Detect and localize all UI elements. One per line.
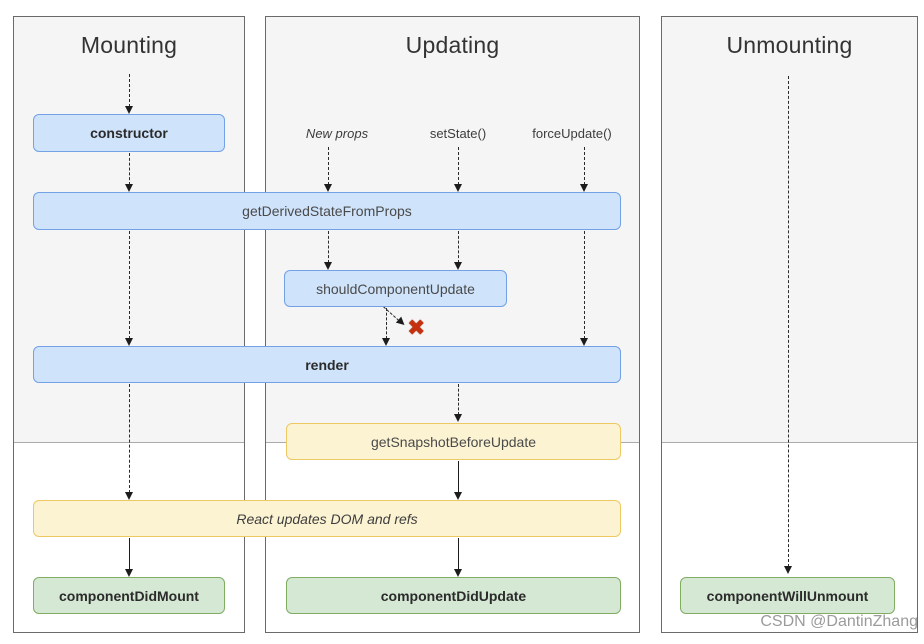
forceupdate-label: forceUpdate() bbox=[532, 126, 612, 141]
cancel-x-icon: ✖ bbox=[407, 315, 426, 340]
should-component-update-box: shouldComponentUpdate bbox=[284, 270, 507, 307]
get-derived-state-from-props-box: getDerivedStateFromProps bbox=[33, 192, 621, 230]
component-did-update-box: componentDidUpdate bbox=[286, 577, 621, 614]
unmounting-render-phase-background: Unmounting bbox=[662, 17, 917, 443]
component-did-mount-box: componentDidMount bbox=[33, 577, 225, 614]
render-box: render bbox=[33, 346, 621, 383]
unmounting-column: Unmounting bbox=[661, 16, 918, 633]
constructor-box: constructor bbox=[33, 114, 225, 152]
get-snapshot-before-update-box: getSnapshotBeforeUpdate bbox=[286, 423, 621, 460]
unmounting-title: Unmounting bbox=[726, 32, 853, 58]
watermark: CSDN @DantinZhang bbox=[760, 613, 918, 630]
setstate-label: setState() bbox=[429, 126, 487, 141]
new-props-label: New props bbox=[305, 126, 369, 141]
react-updates-dom-box: React updates DOM and refs bbox=[33, 500, 621, 537]
mounting-title: Mounting bbox=[80, 32, 178, 58]
component-will-unmount-box: componentWillUnmount bbox=[680, 577, 895, 614]
updating-title: Updating bbox=[405, 32, 500, 58]
